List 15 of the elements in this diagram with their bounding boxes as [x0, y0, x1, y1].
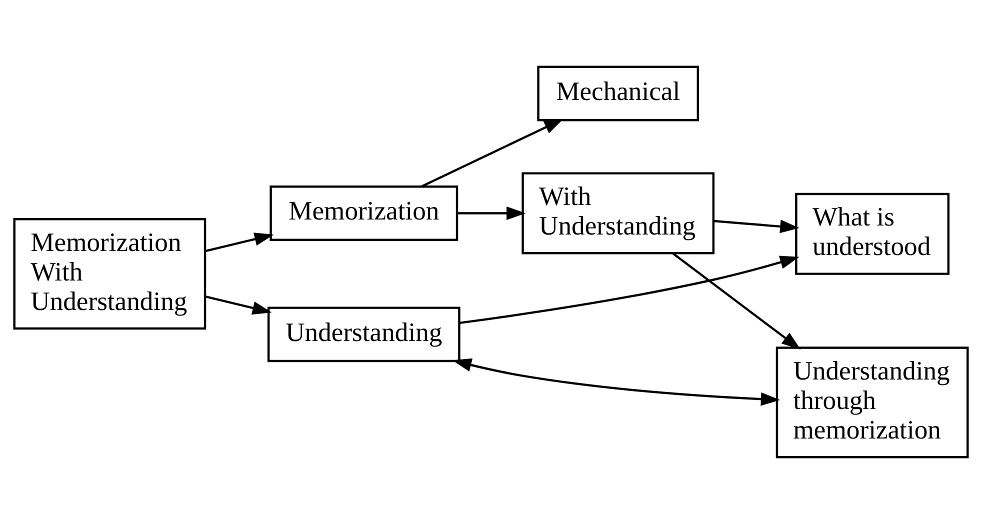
node-box: Memorization — [270, 185, 458, 240]
node-box: Understanding — [267, 306, 460, 362]
arrow — [205, 232, 274, 252]
node-box: Understanding through memorization — [776, 346, 969, 458]
arrow — [714, 219, 800, 233]
arrow — [459, 255, 800, 324]
node-box: With Understanding — [522, 172, 715, 254]
arrow — [458, 206, 526, 220]
arrow — [205, 294, 272, 314]
arrow — [672, 252, 801, 350]
node-box: Memorization With Understanding — [13, 218, 206, 330]
node-box: Mechanical — [537, 65, 700, 121]
arrow — [452, 358, 780, 406]
arrow — [421, 118, 564, 187]
node-box: What is understood — [795, 192, 950, 274]
